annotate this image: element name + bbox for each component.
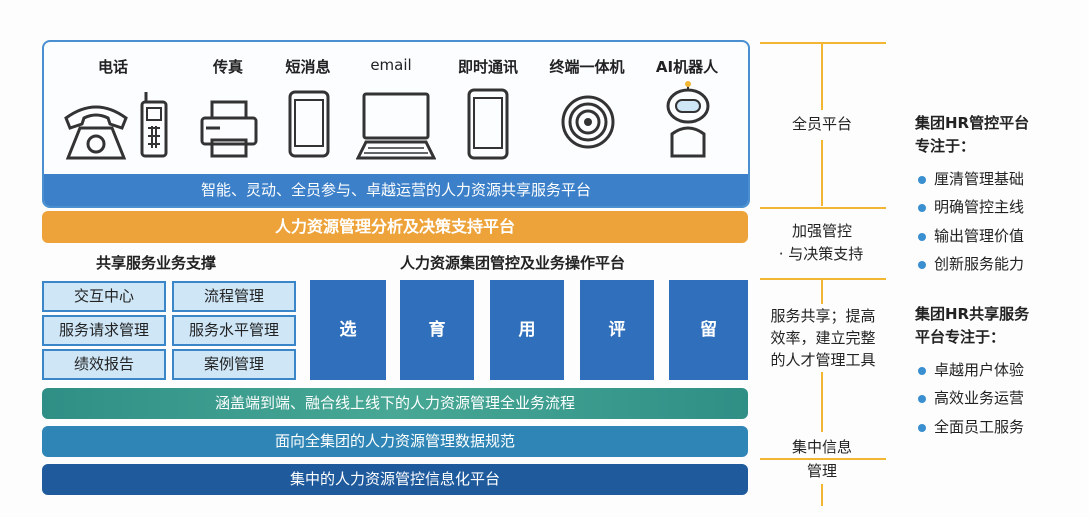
block-evaluate: 评: [580, 280, 654, 380]
block-develop: 育: [400, 280, 474, 380]
computer-icon: [356, 92, 436, 160]
shared-box-case-mgmt: 案例管理: [172, 349, 296, 380]
axis-label-centralized: 集中信息: [791, 438, 852, 456]
shared-box-service-request: 服务请求管理: [42, 315, 166, 346]
axis-label-decision: · 与决策支持: [766, 243, 876, 265]
bullet-item: 高效业务运营: [918, 387, 1024, 408]
info-platform-bar: 集中的人力资源管控信息化平台: [42, 464, 748, 495]
tablet-icon: [467, 88, 509, 160]
channel-im-label: 即时通讯: [457, 58, 518, 76]
title-line: 集团HR管控平台: [915, 114, 1030, 132]
bullet-item: 创新服务能力: [918, 253, 1024, 274]
telephone-icon: [64, 92, 168, 160]
smartphone-icon: [288, 90, 330, 158]
axis-divider: [760, 458, 886, 460]
shared-platform-title: 集团HR共享服务 平台专注于：: [915, 303, 1029, 349]
channel-phone-label: 电话: [97, 58, 128, 76]
all-staff-platform-box: 智能、灵动、全员参与、卓越运营的人力资源共享服务平台: [42, 40, 750, 208]
axis-label-management: 管理: [806, 462, 837, 480]
fax-icon: [200, 100, 258, 158]
ai-robot-icon: [666, 81, 710, 158]
channel-email-label: email: [370, 56, 412, 74]
title-line: 平台专注于：: [915, 328, 1006, 346]
block-use: 用: [490, 280, 564, 380]
title-line: 专注于：: [915, 137, 976, 155]
shared-box-performance-report: 绩效报告: [42, 349, 166, 380]
axis-divider: [760, 278, 886, 280]
data-standard-bar: 面向全集团的人力资源管理数据规范: [42, 426, 748, 457]
block-retain: 留: [669, 280, 748, 380]
channel-sms-label: 短消息: [285, 58, 331, 76]
axis-arrow-line: [821, 44, 823, 110]
axis-arrow-line: [821, 484, 823, 506]
control-platform-title: 集团HR管控平台 专注于：: [915, 112, 1029, 158]
axis-divider: [760, 207, 886, 209]
title-line: 集团HR共享服务: [915, 305, 1030, 323]
axis-arrow-line: [821, 280, 823, 304]
axis-label-line: 效率，建立完整: [770, 329, 876, 347]
axis-arrow-line: [821, 372, 823, 432]
bullet-item: 厘清管理基础: [918, 168, 1024, 189]
decision-support-bar: 人力资源管理分析及决策支持平台: [42, 211, 748, 243]
axis-label-line: 的人才管理工具: [770, 351, 876, 369]
shared-box-process-mgmt: 流程管理: [172, 281, 296, 312]
axis-divider: [760, 42, 886, 44]
shared-box-interaction-center: 交互中心: [42, 281, 166, 312]
bullet-item: 输出管理价值: [918, 225, 1024, 246]
block-select: 选: [310, 280, 386, 380]
shared-service-band: 智能、灵动、全员参与、卓越运营的人力资源共享服务平台: [44, 174, 748, 206]
terminal-kiosk-icon: [561, 95, 615, 149]
channel-kiosk-label: 终端一体机: [549, 58, 625, 76]
axis-label-shared-service: 服务共享；提高 效率，建立完整 的人才管理工具: [760, 305, 886, 371]
channel-fax-label: 传真: [212, 58, 243, 76]
shared-services-heading: 共享服务业务支撑: [96, 254, 217, 272]
channel-ai-label: AI机器人: [655, 58, 719, 76]
operation-platform-heading: 人力资源集团管控及业务操作平台: [400, 254, 626, 272]
axis-arrow-line: [821, 140, 823, 206]
axis-label-control: 加强管控: [772, 220, 872, 242]
process-bar: 涵盖端到端、融合线上线下的人力资源管理全业务流程: [42, 388, 748, 419]
axis-label-line: 服务共享；提高: [770, 307, 876, 325]
bullet-item: 全面员工服务: [918, 416, 1024, 437]
bullet-item: 明确管控主线: [918, 196, 1024, 217]
shared-box-service-level: 服务水平管理: [172, 315, 296, 346]
axis-label-all-staff: 全员平台: [772, 113, 872, 135]
bullet-item: 卓越用户体验: [918, 359, 1024, 380]
